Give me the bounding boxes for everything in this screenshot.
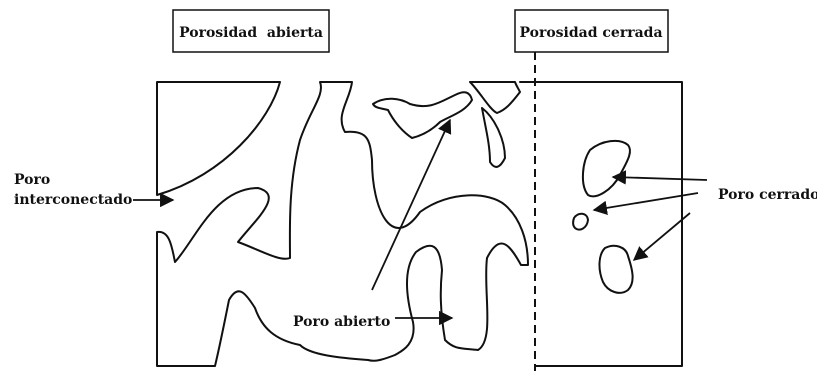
label-interconnected-line2: interconectado <box>14 192 132 208</box>
arrow-closed-1 <box>613 177 707 180</box>
material-outline-left <box>157 82 280 195</box>
open-porosity-title: Porosidad abierta <box>179 25 323 41</box>
arrow-open-pore-long <box>372 120 450 290</box>
closed-porosity-header: Porosidad cerrada <box>515 10 668 52</box>
material-outline-right <box>520 82 682 366</box>
closed-pore-3 <box>599 246 632 293</box>
label-closed-pore: Poro cerrado <box>718 187 817 203</box>
material-crack-top <box>373 92 472 138</box>
label-open-pore: Poro abierto <box>293 314 390 330</box>
material-spike <box>482 108 505 167</box>
label-interconnected-line1: Poro <box>14 172 50 188</box>
closed-pore-1 <box>583 141 630 196</box>
closed-pore-2 <box>573 214 588 230</box>
closed-porosity-title: Porosidad cerrada <box>519 25 662 41</box>
open-porosity-header: Porosidad abierta <box>173 10 329 52</box>
material-upper-right-left <box>470 82 520 113</box>
